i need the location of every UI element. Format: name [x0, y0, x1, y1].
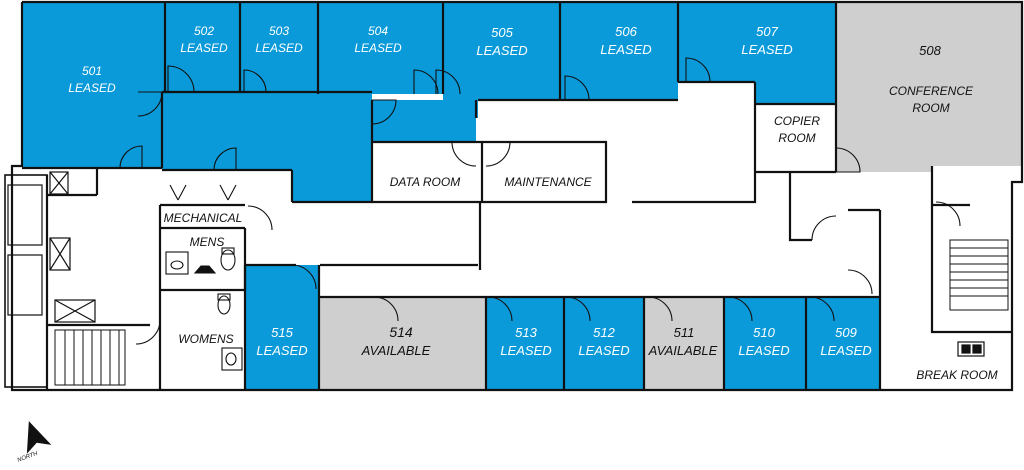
unit-503-shape — [240, 2, 318, 92]
unit-502-shape — [165, 2, 240, 92]
unit-514[interactable]: 514 AVAILABLE — [319, 297, 486, 390]
unit-502-status: LEASED — [180, 41, 228, 55]
unit-515-status: LEASED — [256, 343, 307, 358]
maintenance-label: MAINTENANCE — [504, 175, 592, 189]
womens-label: WOMENS — [178, 332, 233, 346]
unit-514-number: 514 — [389, 324, 413, 340]
unit-510-shape — [724, 297, 806, 390]
unit-508-shape — [836, 2, 1022, 172]
unit-512-status: LEASED — [578, 343, 629, 358]
unit-502-number: 502 — [194, 24, 214, 38]
unit-503-number: 503 — [269, 24, 289, 38]
unit-512-shape — [564, 297, 644, 390]
mens-label: MENS — [190, 235, 225, 249]
unit-506-status: LEASED — [600, 42, 651, 57]
data-room-label: DATA ROOM — [390, 175, 460, 189]
unit-510[interactable]: 510 LEASED — [724, 297, 806, 390]
unit-509-shape — [806, 297, 880, 390]
unit-504-status: LEASED — [354, 41, 402, 55]
unit-504[interactable]: 504 LEASED — [318, 2, 443, 94]
unit-512[interactable]: 512 LEASED — [564, 297, 644, 390]
unit-502[interactable]: 502 LEASED — [165, 2, 240, 92]
stairs-west-icon — [54, 329, 126, 386]
unit-504-number: 504 — [368, 24, 388, 38]
unit-501[interactable]: 501 LEASED — [22, 2, 165, 168]
unit-515-number: 515 — [271, 325, 293, 340]
conference-room-line2: ROOM — [912, 101, 949, 115]
unit-501-number: 501 — [82, 64, 102, 78]
walls — [4, 0, 1024, 392]
unit-514-shape — [319, 297, 486, 390]
unit-511-status: AVAILABLE — [648, 343, 718, 358]
leased-common-area — [162, 92, 476, 202]
unit-505-number: 505 — [491, 25, 513, 40]
unit-511[interactable]: 511 AVAILABLE — [644, 297, 724, 390]
stairs-east-icon — [949, 239, 1009, 311]
unit-506-shape — [560, 2, 678, 100]
unit-501-status: LEASED — [68, 81, 116, 95]
unit-514-status: AVAILABLE — [361, 343, 431, 358]
unit-515[interactable]: 515 LEASED — [245, 265, 319, 390]
unit-515-shape — [245, 265, 319, 390]
unit-513[interactable]: 513 LEASED — [486, 297, 564, 390]
conference-room-line1: CONFERENCE — [889, 84, 974, 98]
unit-505-shape — [443, 2, 560, 118]
unit-506-number: 506 — [615, 24, 637, 39]
unit-510-number: 510 — [753, 325, 775, 340]
unit-503[interactable]: 503 LEASED — [240, 2, 318, 92]
unit-511-shape — [644, 297, 724, 390]
unit-508[interactable]: 508 CONFERENCE ROOM — [836, 2, 1022, 172]
unit-509-number: 509 — [835, 325, 857, 340]
unit-511-number: 511 — [674, 325, 695, 340]
unit-507[interactable]: 507 LEASED — [678, 2, 836, 104]
break-room-label: BREAK ROOM — [916, 368, 997, 382]
unit-504-shape — [318, 2, 443, 94]
unit-510-status: LEASED — [738, 343, 789, 358]
north-arrow-icon: NORTH — [17, 421, 52, 464]
copier-room-label-line2: ROOM — [778, 131, 815, 145]
unit-508-number: 508 — [919, 43, 941, 58]
copier-room-label-line1: COPIER — [774, 114, 820, 128]
unit-512-number: 512 — [593, 325, 615, 340]
unit-503-status: LEASED — [255, 41, 303, 55]
unit-513-status: LEASED — [500, 343, 551, 358]
unit-501-shape — [22, 2, 165, 168]
unit-507-status: LEASED — [741, 42, 792, 57]
unit-509-status: LEASED — [820, 343, 871, 358]
unit-505-status: LEASED — [476, 43, 527, 58]
unit-505[interactable]: 505 LEASED — [443, 2, 560, 118]
unit-506[interactable]: 506 LEASED — [560, 2, 678, 100]
unit-509[interactable]: 509 LEASED — [806, 297, 880, 390]
shaft-icons — [7, 171, 96, 323]
door-swings — [119, 57, 961, 345]
break-room-appliance-icon — [957, 341, 985, 357]
unit-513-number: 513 — [515, 325, 537, 340]
restroom-fixtures — [165, 184, 243, 371]
north-label: NORTH — [17, 451, 40, 464]
unit-507-shape — [678, 2, 836, 104]
mechanical-label: MECHANICAL — [164, 211, 243, 225]
unit-513-shape — [486, 297, 564, 390]
unit-507-number: 507 — [756, 24, 778, 39]
